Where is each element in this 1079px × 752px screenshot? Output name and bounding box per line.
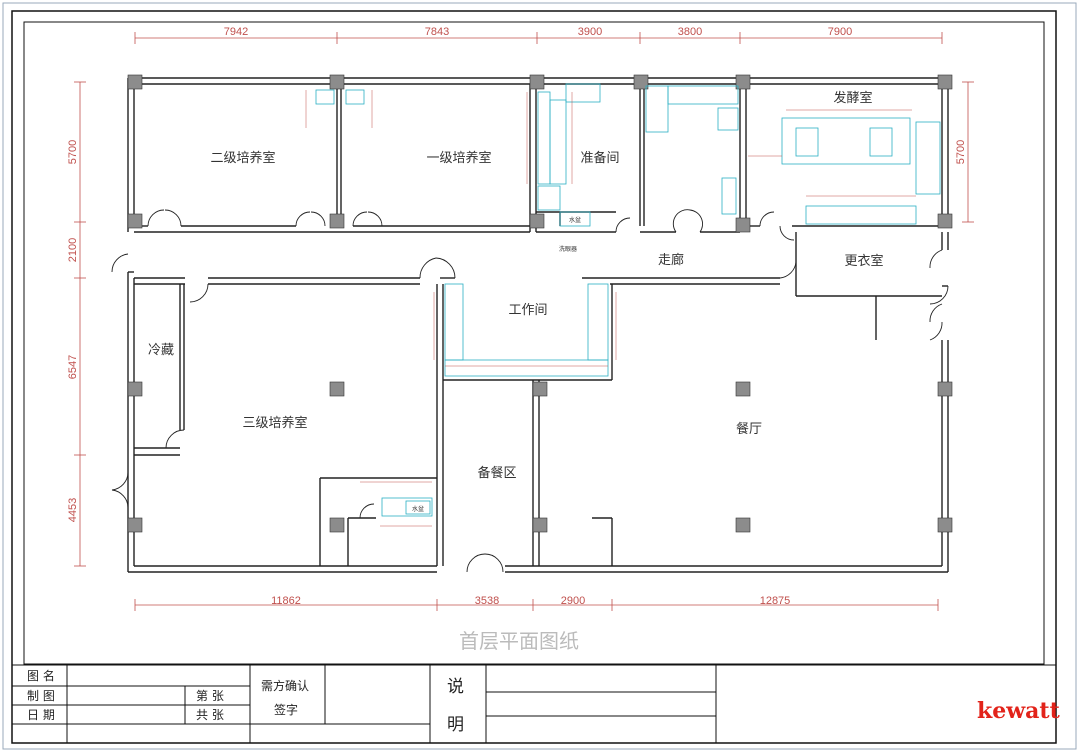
lab-fixtures (315, 83, 941, 517)
dim-right-1: 5700 (955, 140, 967, 164)
dim-left-4: 4453 (67, 498, 79, 522)
dim-top-4: 3800 (678, 26, 702, 38)
tb-sheet-no: 第 张 (196, 689, 224, 703)
fixture-sink-label-2: 水盆 (412, 505, 424, 513)
room-cold-storage: 冷藏 (148, 343, 174, 358)
dim-top-1: 7942 (224, 26, 248, 38)
room-primary-culture: 一级培养室 (426, 150, 491, 166)
tb-notes-1: 说 (447, 677, 464, 697)
dim-top-5: 7900 (828, 26, 852, 38)
tb-notes-2: 明 (447, 715, 464, 735)
room-prep: 准备间 (580, 150, 619, 166)
tb-drawing-name: 图 名 (27, 668, 55, 683)
inner-frame (23, 21, 1045, 665)
room-prep-meal: 备餐区 (477, 465, 516, 481)
tb-drafted-by: 制 图 (27, 689, 55, 703)
dim-left-2: 2100 (67, 238, 79, 262)
room-changing: 更衣室 (844, 253, 883, 269)
dim-bottom-4: 12875 (760, 595, 791, 607)
room-labels: 二级培养室 一级培养室 准备间 发酵室 走廊 更衣室 工作间 冷藏 三级培养室 … (148, 90, 884, 513)
kewatt-logo: kewatt (977, 698, 1061, 724)
tb-sheet-total: 共 张 (196, 708, 224, 722)
fixture-washer-label: 洗眼器 (559, 245, 577, 253)
dim-left-1: 5700 (67, 140, 79, 164)
walls (127, 77, 949, 573)
tb-confirm: 需方确认 (261, 678, 309, 693)
dimension-lines (74, 32, 974, 611)
fixture-sink-label: 水盆 (569, 216, 581, 224)
doors (111, 209, 949, 573)
dim-bottom-2: 3538 (475, 595, 499, 607)
tb-date: 日 期 (27, 708, 55, 722)
dimension-labels: 7942 7843 3900 3800 7900 11862 3538 2900… (67, 26, 967, 607)
title-block (12, 664, 1056, 743)
dim-left-3: 6547 (67, 355, 79, 379)
room-dining: 餐厅 (736, 421, 762, 437)
dim-top-2: 7843 (425, 26, 449, 38)
room-secondary-culture: 二级培养室 (210, 150, 275, 166)
dim-top-3: 3900 (578, 26, 602, 38)
columns (127, 74, 953, 533)
room-corridor: 走廊 (658, 252, 684, 268)
room-workroom: 工作间 (508, 303, 547, 318)
dim-bottom-3: 2900 (561, 595, 585, 607)
tb-signature: 签字 (274, 702, 298, 717)
drawing-frame (11, 10, 1057, 744)
room-fermentation: 发酵室 (833, 90, 872, 106)
drawing-title: 首层平面图纸 (459, 629, 579, 653)
fixture-dimension-lines (305, 90, 916, 527)
room-tertiary-culture: 三级培养室 (242, 415, 307, 431)
dim-bottom-1: 11862 (271, 595, 301, 607)
